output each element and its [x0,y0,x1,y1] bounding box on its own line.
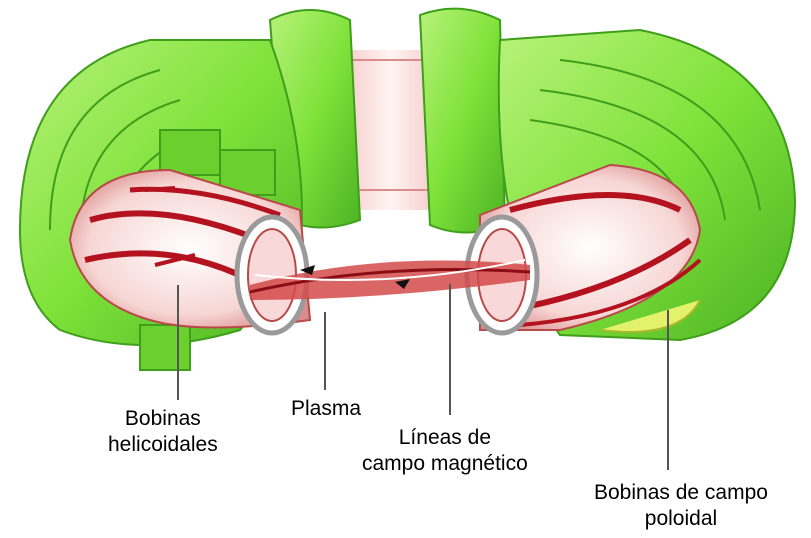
label-poloidal-coils: Bobinas de campo poloidal [594,480,768,532]
label-helical-coils: Bobinas helicoidales [108,406,218,458]
label-line: Bobinas de campo [594,480,768,506]
label-line: poloidal [594,506,768,532]
label-line: Líneas de [362,425,528,451]
label-plasma: Plasma [291,396,361,422]
label-line: Bobinas [108,406,218,432]
label-line: campo magnético [362,451,528,477]
label-line: helicoidales [108,432,218,458]
label-field-lines: Líneas de campo magnético [362,425,528,477]
